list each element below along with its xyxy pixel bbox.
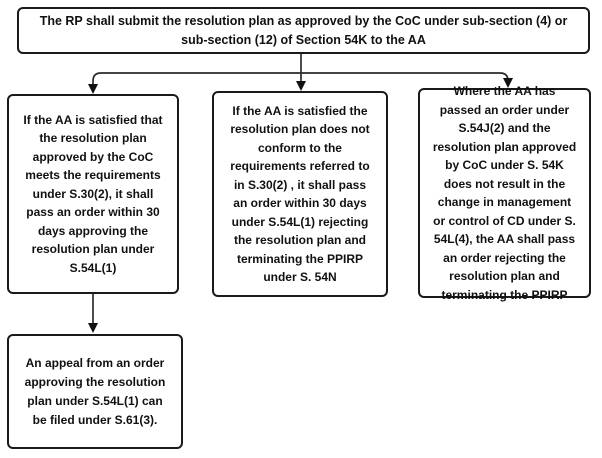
node-root: The RP shall submit the resolution plan …: [17, 7, 590, 54]
node-branch-reject: If the AA is satisfied the resolution pl…: [212, 91, 388, 297]
node-root-text: The RP shall submit the resolution plan …: [39, 13, 568, 47]
arrowhead-appeal-icon: [88, 323, 98, 333]
node-appeal: An appeal from an order approving the re…: [7, 334, 183, 449]
node-branch-approve: If the AA is satisfied that the resoluti…: [7, 94, 179, 294]
arrowhead-left-branch-icon: [88, 84, 98, 94]
node-branch-no-change-in-control-text: Where the AA has passed an order under S…: [432, 84, 577, 302]
node-branch-no-change-in-control: Where the AA has passed an order under S…: [418, 84, 591, 302]
node-branch-reject-text: If the AA is satisfied the resolution pl…: [230, 103, 370, 285]
node-appeal-text: An appeal from an order approving the re…: [24, 355, 166, 427]
arrowhead-middle-branch-icon: [296, 81, 306, 91]
node-branch-approve-text: If the AA is satisfied that the resoluti…: [23, 112, 163, 275]
